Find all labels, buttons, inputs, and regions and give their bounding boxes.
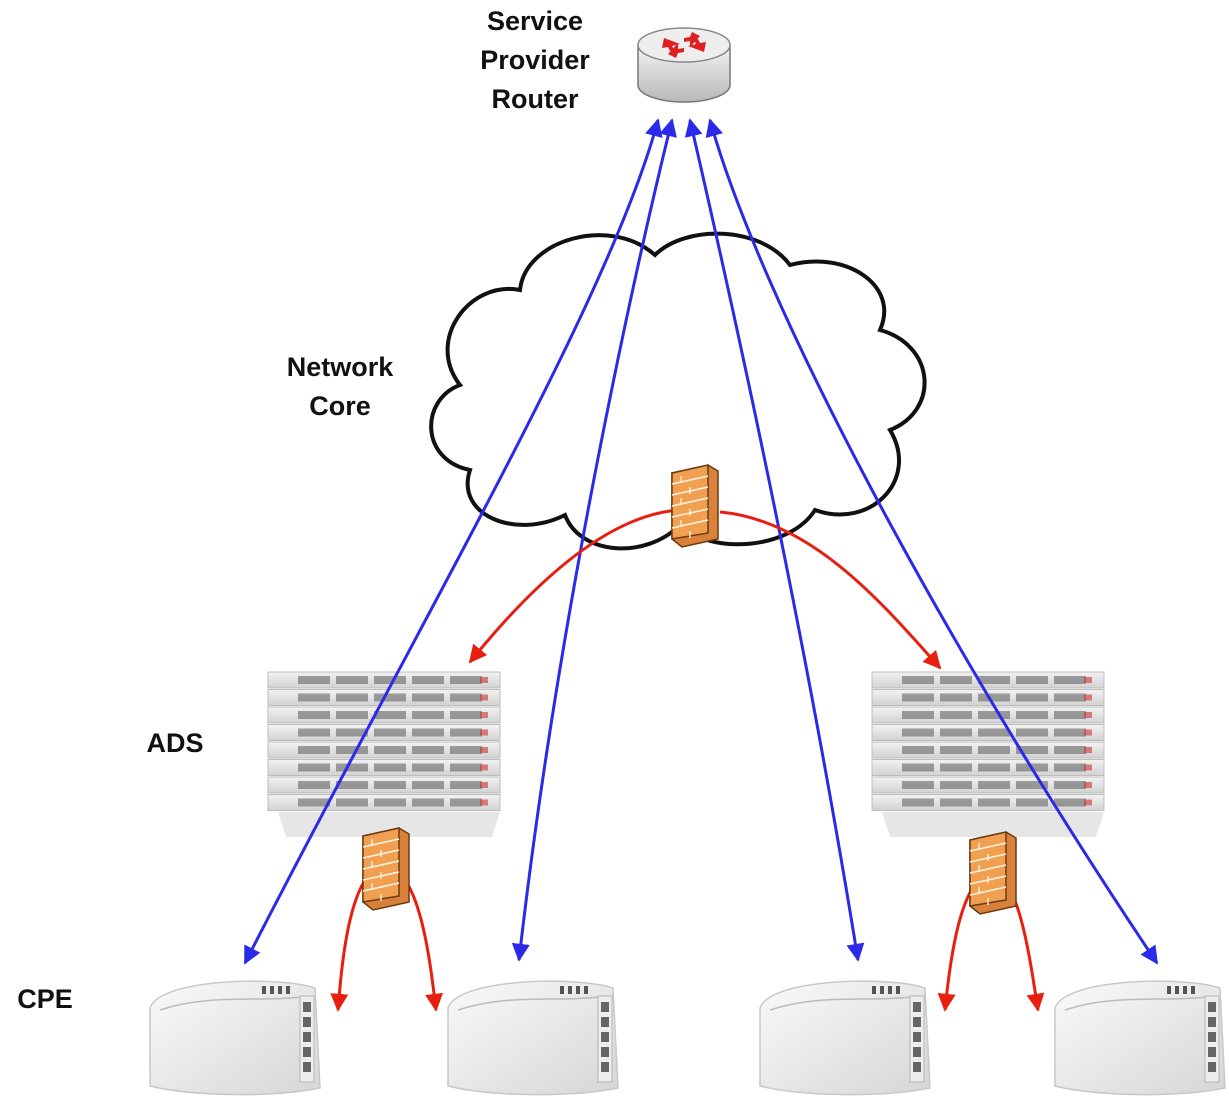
firewall-icon-left-ads (362, 827, 410, 911)
cpe-device-icon-4 (1054, 980, 1226, 1096)
cpe-device-icon-1 (149, 980, 321, 1096)
cpe-device-icon-3 (759, 980, 931, 1096)
router-label-line2: Provider (480, 45, 590, 75)
firewall-icon-core (671, 464, 719, 548)
firewall-icon-right-ads (969, 831, 1017, 915)
red-link-core-to-left-ads (468, 508, 681, 664)
blue-link-cpe2 (511, 118, 677, 962)
router-label-line1: Service (486, 6, 584, 36)
cpe-device-icon-2 (447, 980, 619, 1096)
router-label-line3: Router (491, 84, 579, 114)
ads-label: ADS (146, 728, 204, 758)
router-icon (637, 27, 731, 103)
cpe-label: CPE (17, 984, 73, 1014)
blue-link-cpe4 (705, 118, 1159, 965)
router-label: Service Provider Router (445, 2, 625, 119)
red-link-core-to-right-ads (719, 510, 942, 670)
